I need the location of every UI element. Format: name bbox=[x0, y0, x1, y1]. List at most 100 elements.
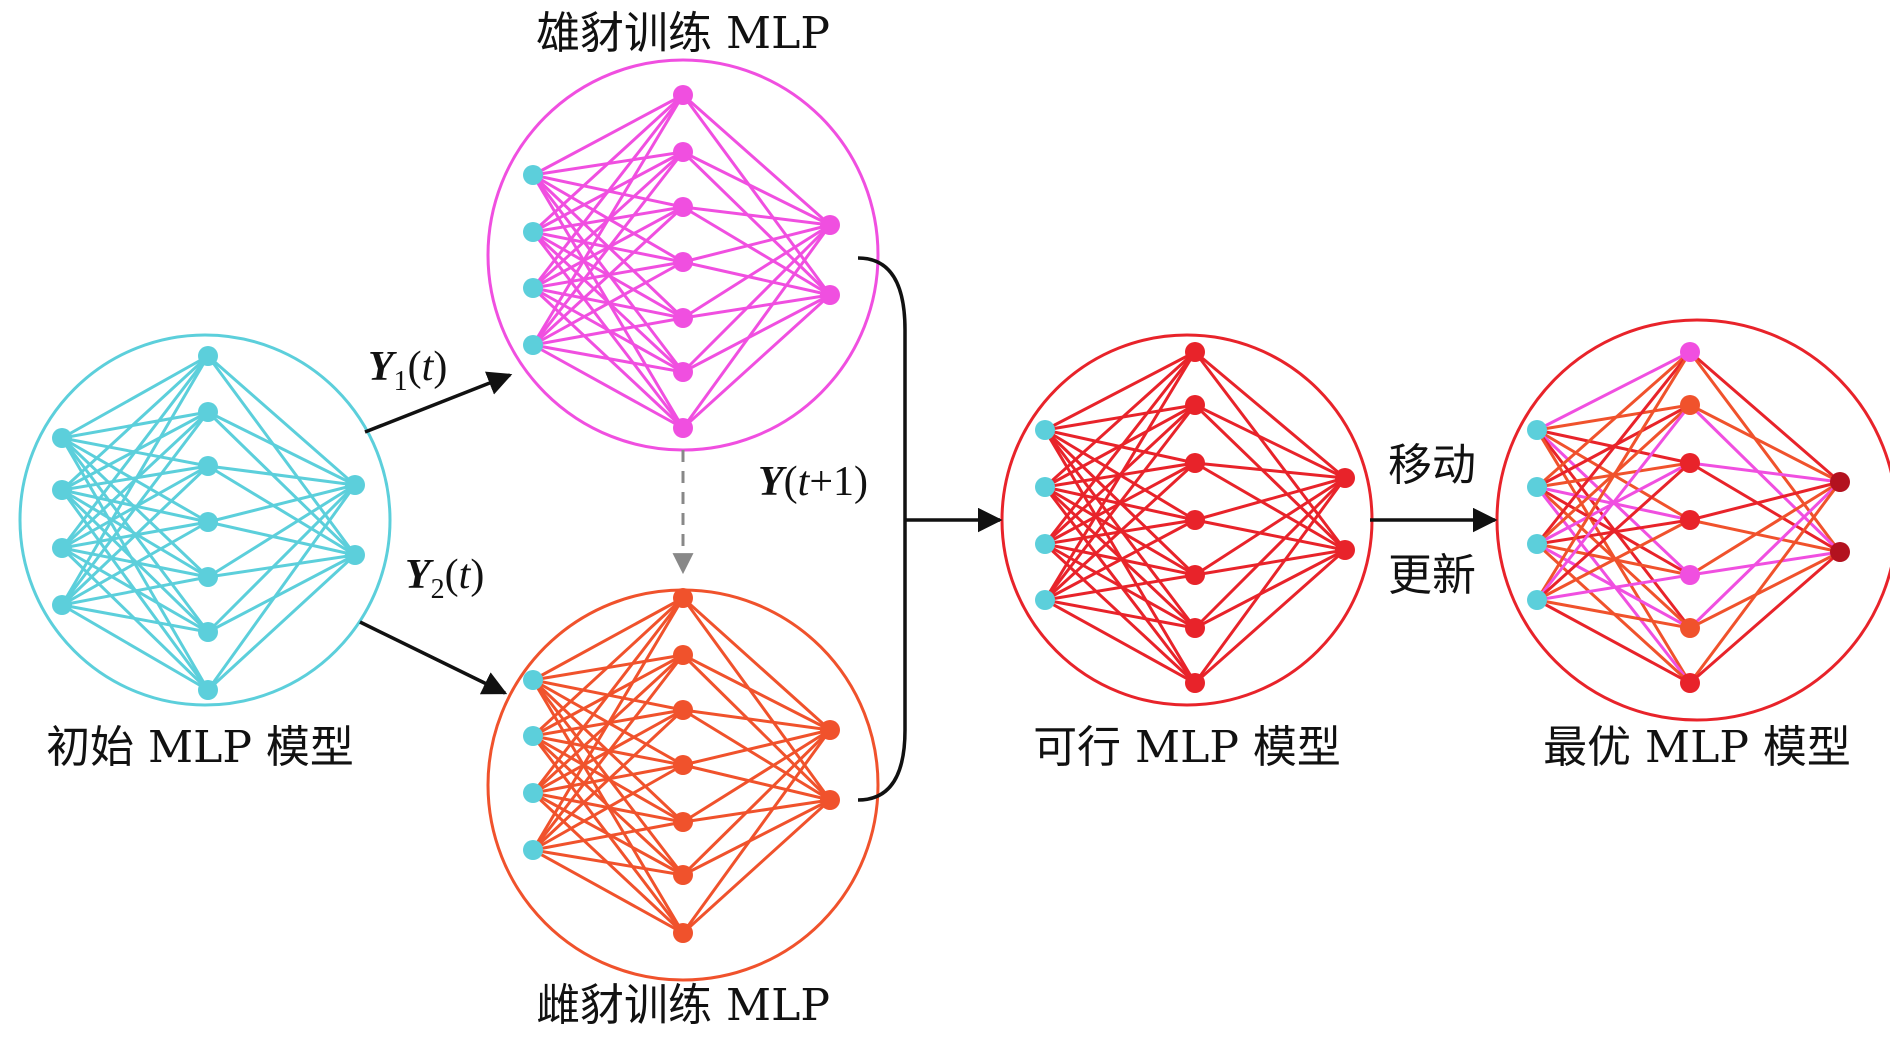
feasible-output-node bbox=[1335, 540, 1355, 560]
optimal-edge-in-hidden bbox=[1536, 350, 1691, 489]
female-edge-hidden-out bbox=[681, 653, 832, 802]
male-edge-hidden-out bbox=[682, 223, 831, 320]
initial-edge-hidden-out bbox=[206, 483, 357, 634]
female-edge-in-hidden bbox=[531, 708, 685, 852]
feasible-edge-hidden-out bbox=[1194, 461, 1346, 552]
initial-edge-in-hidden bbox=[61, 354, 209, 440]
label-y-t-plus-1: Y(t+1) bbox=[758, 459, 868, 505]
female-edge-hidden-out bbox=[682, 763, 831, 802]
initial-edge-in-hidden bbox=[60, 354, 210, 492]
male-hidden-node bbox=[673, 85, 693, 105]
male-edge-in-hidden bbox=[531, 94, 685, 346]
optimal-input-node bbox=[1527, 477, 1547, 497]
initial-hidden-node bbox=[198, 567, 218, 587]
female-edges bbox=[531, 596, 832, 935]
female-edge-hidden-out bbox=[682, 728, 831, 767]
label-female-training: 雌豺训练 MLP bbox=[536, 980, 830, 1031]
label-optimal-model: 最优 MLP 模型 bbox=[1543, 722, 1851, 773]
feasible-edge-in-hidden bbox=[1044, 573, 1196, 602]
male-hidden-node bbox=[673, 418, 693, 438]
feasible-hidden-node bbox=[1185, 510, 1205, 530]
feasible-edge-hidden-out bbox=[1193, 476, 1347, 630]
feasible-edge-hidden-out bbox=[1194, 476, 1346, 577]
optimal-hidden-node bbox=[1680, 395, 1700, 415]
male-hidden-node bbox=[673, 197, 693, 217]
optimal-edge-in-hidden bbox=[1535, 461, 1692, 602]
optimal-edge-in-hidden bbox=[1535, 404, 1692, 601]
initial-edge-hidden-out bbox=[207, 354, 356, 487]
feasible-edge-in-hidden bbox=[1043, 404, 1197, 601]
female-output-node bbox=[820, 720, 840, 740]
feasible-edge-hidden-out bbox=[1194, 548, 1346, 630]
initial-edge-hidden-out bbox=[207, 464, 356, 487]
initial-hidden-node bbox=[198, 680, 218, 700]
optimal-hidden-node bbox=[1680, 453, 1700, 473]
male-input-node bbox=[523, 335, 543, 355]
initial-hidden-node bbox=[198, 456, 218, 476]
optimal-edge-in-hidden bbox=[1536, 518, 1691, 602]
optimal-edge-in-hidden bbox=[1535, 351, 1692, 545]
optimal-edge-hidden-out bbox=[1688, 481, 1842, 684]
feasible-hidden-node bbox=[1185, 618, 1205, 638]
optimal-edge-hidden-out bbox=[1689, 518, 1841, 554]
female-edge-hidden-out bbox=[682, 798, 831, 877]
female-edge-in-hidden bbox=[532, 848, 684, 935]
initial-edge-in-hidden bbox=[61, 575, 209, 607]
optimal-hidden-node bbox=[1680, 673, 1700, 693]
optimal-edge-hidden-out bbox=[1689, 350, 1841, 484]
female-hidden-node bbox=[673, 588, 693, 608]
feasible-edge-hidden-out bbox=[1194, 548, 1346, 685]
male-hidden-node bbox=[673, 308, 693, 328]
initial-hidden-node bbox=[198, 346, 218, 366]
optimal-edges bbox=[1535, 350, 1842, 685]
feasible-edge-hidden-out bbox=[1193, 351, 1347, 551]
initial-edge-hidden-out bbox=[207, 410, 356, 487]
feasible-hidden-node bbox=[1185, 342, 1205, 362]
female-edge-in-hidden bbox=[531, 597, 685, 851]
feasible-edge-hidden-out bbox=[1194, 403, 1346, 480]
initial-edge-hidden-out bbox=[207, 483, 356, 579]
initial-edge-in-hidden bbox=[61, 603, 209, 634]
female-hidden-node bbox=[673, 865, 693, 885]
male-edge-in-hidden bbox=[531, 93, 685, 234]
feasible-edge-in-hidden bbox=[1043, 461, 1197, 602]
male-edge-hidden-out bbox=[682, 150, 831, 227]
male-hidden-node bbox=[673, 142, 693, 162]
optimal-edge-in-hidden bbox=[1536, 573, 1691, 602]
male-edge-hidden-out bbox=[681, 223, 832, 374]
initial-hidden-node bbox=[198, 402, 218, 422]
optimal-edge-hidden-out bbox=[1689, 550, 1841, 577]
optimal-output-node bbox=[1830, 472, 1850, 492]
feasible-edge-in-hidden bbox=[1043, 351, 1197, 545]
optimal-edge-hidden-out bbox=[1689, 550, 1841, 685]
male-edge-hidden-out bbox=[681, 293, 832, 430]
optimal-edge-hidden-out bbox=[1689, 480, 1841, 577]
male-edge-in-hidden bbox=[531, 94, 685, 289]
initial-edge-in-hidden bbox=[60, 411, 210, 606]
male-output-node bbox=[820, 285, 840, 305]
female-edge-hidden-out bbox=[682, 728, 831, 824]
feasible-edge-hidden-out bbox=[1193, 403, 1347, 552]
feasible-input-node bbox=[1035, 420, 1055, 440]
initial-edge-hidden-out bbox=[207, 483, 356, 524]
initial-edge-in-hidden bbox=[61, 603, 209, 692]
initial-input-node bbox=[52, 595, 72, 615]
optimal-hidden-node bbox=[1680, 618, 1700, 638]
female-edge-in-hidden bbox=[532, 848, 684, 877]
optimal-edge-hidden-out bbox=[1689, 461, 1841, 484]
feasible-edge-in-hidden bbox=[1043, 350, 1197, 489]
female-jackal-mlp-network bbox=[486, 588, 880, 982]
feasible-input-node bbox=[1035, 590, 1055, 610]
male-output-node bbox=[820, 215, 840, 235]
initial-hidden-node bbox=[198, 512, 218, 532]
optimal-mlp-network bbox=[1495, 318, 1890, 722]
optimal-edge-in-hidden bbox=[1536, 598, 1691, 685]
female-input-node bbox=[523, 783, 543, 803]
female-edge-in-hidden bbox=[531, 596, 685, 738]
feasible-edge-in-hidden bbox=[1043, 429, 1197, 629]
optimal-hidden-node bbox=[1680, 510, 1700, 530]
female-hidden-node bbox=[673, 812, 693, 832]
male-jackal-mlp-network bbox=[486, 58, 880, 452]
male-edge-in-hidden bbox=[532, 343, 684, 374]
label-y2-t: Y2(t) bbox=[405, 552, 484, 605]
